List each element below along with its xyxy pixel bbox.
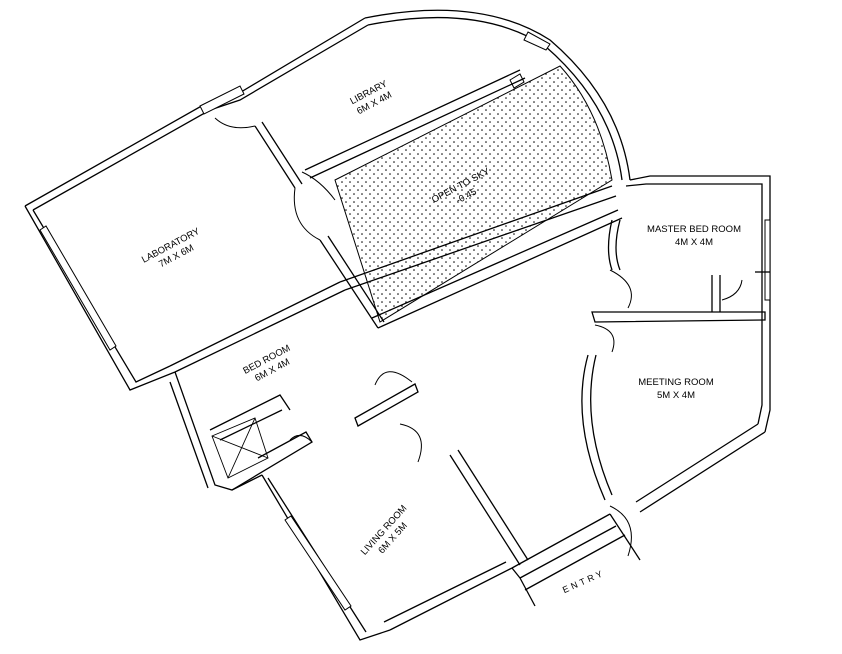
master-bed-room-size: 4M X 4M [675, 237, 713, 248]
meeting-room-name: MEETING ROOM [638, 377, 714, 388]
master-bed-room-label: MASTER BED ROOM 4M X 4M [647, 224, 741, 248]
entry-label: ENTRY [561, 567, 606, 595]
entry-text: ENTRY [561, 567, 606, 595]
windows [39, 31, 771, 611]
library-label: LIBRARY 6M X 4M [348, 78, 394, 117]
master-bed-room-name: MASTER BED ROOM [647, 224, 741, 235]
meeting-room-label: MEETING ROOM 5M X 4M [638, 377, 714, 401]
laboratory-label: LABORATORY 7M X 6M [140, 226, 202, 271]
meeting-room-size: 5M X 4M [657, 390, 695, 401]
bed-room-label: BED ROOM 6M X 4M [241, 343, 292, 384]
doors [214, 117, 743, 557]
living-room-label: LIVING ROOM 6M X 5M [359, 503, 410, 557]
open-to-sky-area [334, 65, 613, 323]
outer-walls [24, 9, 771, 641]
interior-walls [169, 69, 770, 607]
